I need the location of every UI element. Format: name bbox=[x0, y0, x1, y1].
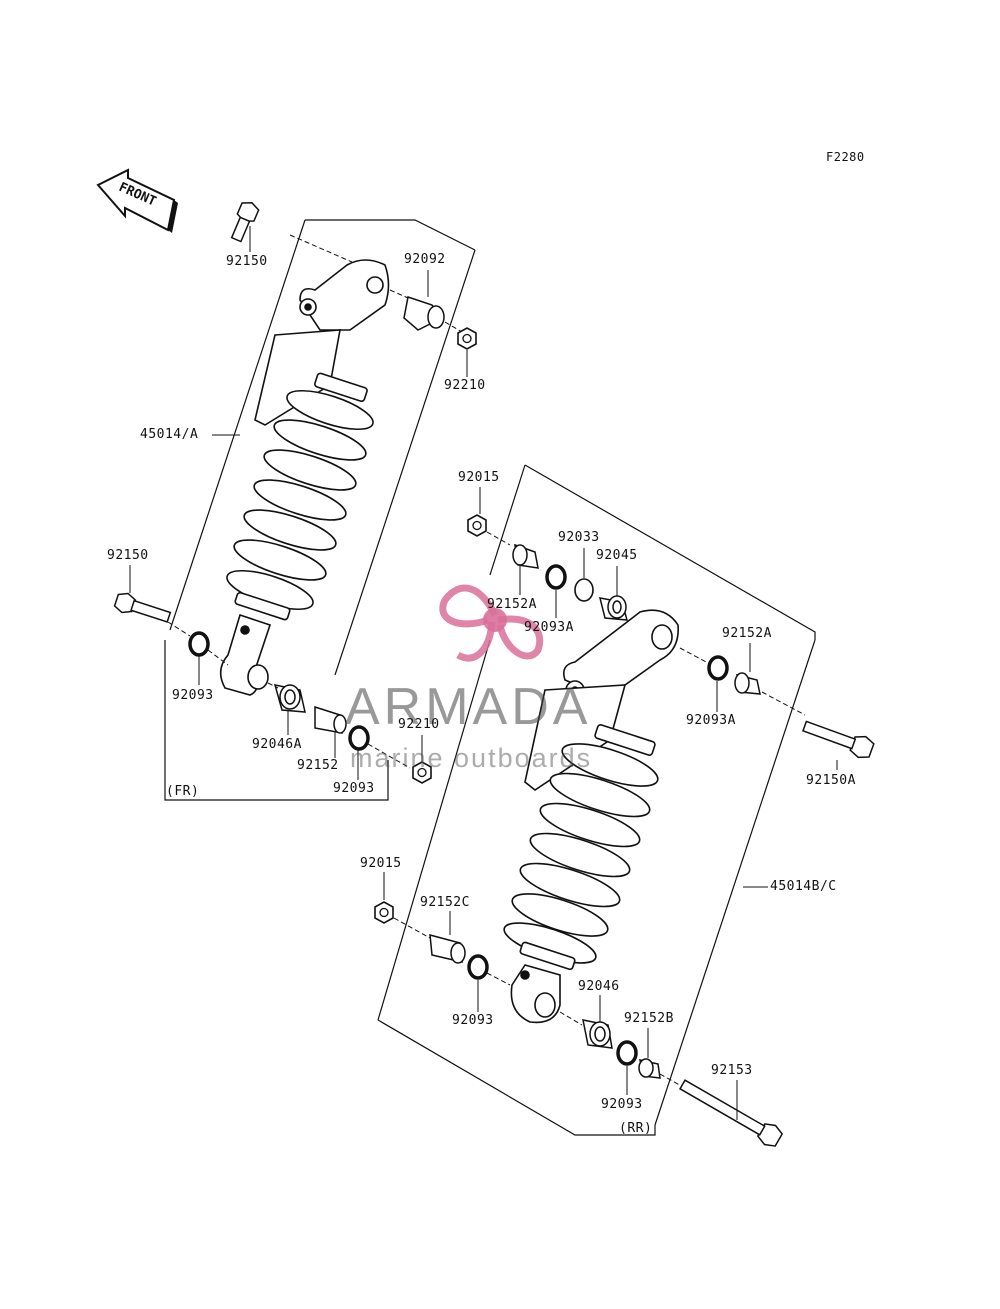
label-group-fr: (FR) bbox=[166, 784, 200, 799]
label-seal-bottom-right-rr: 92093 bbox=[601, 1097, 643, 1112]
label-seal-top-left-rr: 92093A bbox=[524, 620, 574, 635]
front-hardware bbox=[113, 202, 477, 784]
bolt-top-fr bbox=[230, 202, 260, 243]
watermark-title: ARMADA bbox=[345, 678, 592, 736]
collar-top-left-rr bbox=[512, 543, 539, 569]
label-bearing-top-rr: 92045 bbox=[596, 548, 638, 563]
label-group-rr: (RR) bbox=[619, 1121, 653, 1136]
bolt-bottom-rr bbox=[679, 1079, 784, 1147]
label-bolt-bottom-fr: 92150 bbox=[107, 548, 149, 563]
watermark-propeller-logo bbox=[439, 584, 544, 662]
diagram-code: F2280 bbox=[826, 150, 865, 164]
label-collar-bottom-right-rr: 92152B bbox=[624, 1011, 674, 1026]
collar-top-fr bbox=[403, 296, 445, 331]
label-bolt-top-fr: 92150 bbox=[226, 254, 268, 269]
bearing-top-rr bbox=[598, 595, 629, 621]
front-direction-arrow: FRONT bbox=[96, 168, 178, 233]
label-seal-right-fr: 92093 bbox=[333, 781, 375, 796]
bolt-top-rr bbox=[802, 720, 875, 759]
bearing-bottom-rr bbox=[582, 1019, 613, 1049]
label-seal-left-fr: 92093 bbox=[172, 688, 214, 703]
label-nut-bottom-rr: 92015 bbox=[360, 856, 402, 871]
collar-top-right-rr bbox=[734, 672, 761, 695]
label-shock-fr: 45014/A bbox=[140, 427, 199, 442]
collar-fr bbox=[314, 705, 347, 734]
rr-group-frame bbox=[377, 464, 816, 1136]
label-ring-rr: 92033 bbox=[558, 530, 600, 545]
label-collar-top-left-rr: 92152A bbox=[487, 597, 537, 612]
bolt-bottom-fr bbox=[113, 592, 172, 623]
label-collar-bottom-left-rr: 92152C bbox=[420, 895, 470, 910]
front-shock-absorber bbox=[219, 259, 390, 696]
label-nut-top-fr: 92210 bbox=[444, 378, 486, 393]
leader-lines bbox=[129, 226, 838, 1120]
label-collar-top-right-rr: 92152A bbox=[722, 626, 772, 641]
label-nut-bottom-fr: 92210 bbox=[398, 717, 440, 732]
label-bearing-bottom-rr: 92046 bbox=[578, 979, 620, 994]
label-bolt-top-rr: 92150A bbox=[806, 773, 856, 788]
label-bearing-fr: 92046A bbox=[252, 737, 302, 752]
rear-hardware bbox=[374, 514, 875, 1147]
label-seal-bottom-left-rr: 92093 bbox=[452, 1013, 494, 1028]
watermark-subtitle: marine outboards bbox=[350, 743, 593, 773]
label-shock-rr: 45014B/C bbox=[770, 879, 837, 894]
bearing-fr bbox=[273, 684, 306, 713]
label-seal-top-right-rr: 92093A bbox=[686, 713, 736, 728]
label-nut-top-rr: 92015 bbox=[458, 470, 500, 485]
collar-bottom-left-rr bbox=[429, 933, 466, 964]
fr-group-frame bbox=[164, 219, 476, 801]
rear-shock-absorber bbox=[503, 609, 679, 1024]
label-collar-top-fr: 92092 bbox=[404, 252, 446, 267]
label-collar-fr: 92152 bbox=[297, 758, 339, 773]
label-bolt-bottom-rr: 92153 bbox=[711, 1063, 753, 1078]
collar-bottom-right-rr bbox=[638, 1058, 661, 1079]
